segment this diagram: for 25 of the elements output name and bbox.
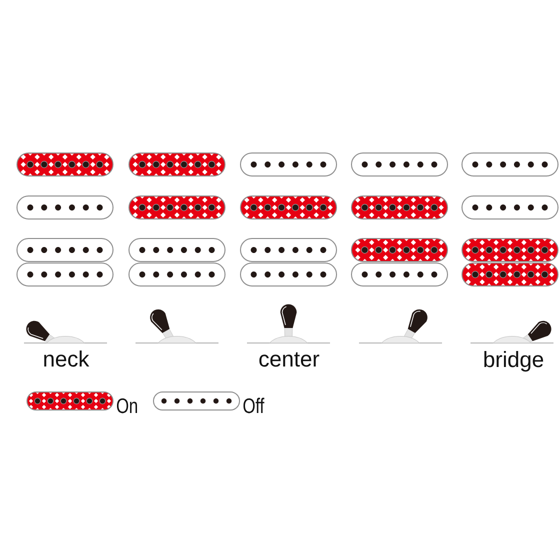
- pickup-coil: [462, 196, 558, 220]
- position-label: center: [259, 352, 320, 367]
- pickup-coil: [16, 262, 114, 286]
- pickup-coil: [462, 152, 558, 176]
- pickup-coil: [351, 238, 448, 262]
- pickup-coil: [240, 238, 337, 262]
- pickup-coil: [240, 152, 337, 176]
- pickup-coil: [128, 238, 226, 262]
- legend-label: Off: [243, 398, 264, 414]
- pickup-coil: [240, 196, 337, 220]
- pickup-coil: [128, 262, 226, 286]
- pickup-coil: [351, 152, 448, 176]
- pickup-coil: [240, 262, 337, 286]
- pickup-coil: [351, 262, 448, 286]
- pickup-coil: [462, 238, 558, 262]
- pickup-coil: [16, 152, 114, 176]
- pickup-coil: [351, 196, 448, 220]
- position-label: neck: [44, 350, 90, 367]
- pickup-coil: [16, 196, 114, 220]
- position-label: bridge: [484, 351, 544, 372]
- pickup-coil: [462, 262, 558, 286]
- pickup-coil: [16, 238, 114, 262]
- pickup-coil: [128, 196, 226, 220]
- legend-label: On: [116, 398, 137, 414]
- pickup-coil: [128, 152, 226, 176]
